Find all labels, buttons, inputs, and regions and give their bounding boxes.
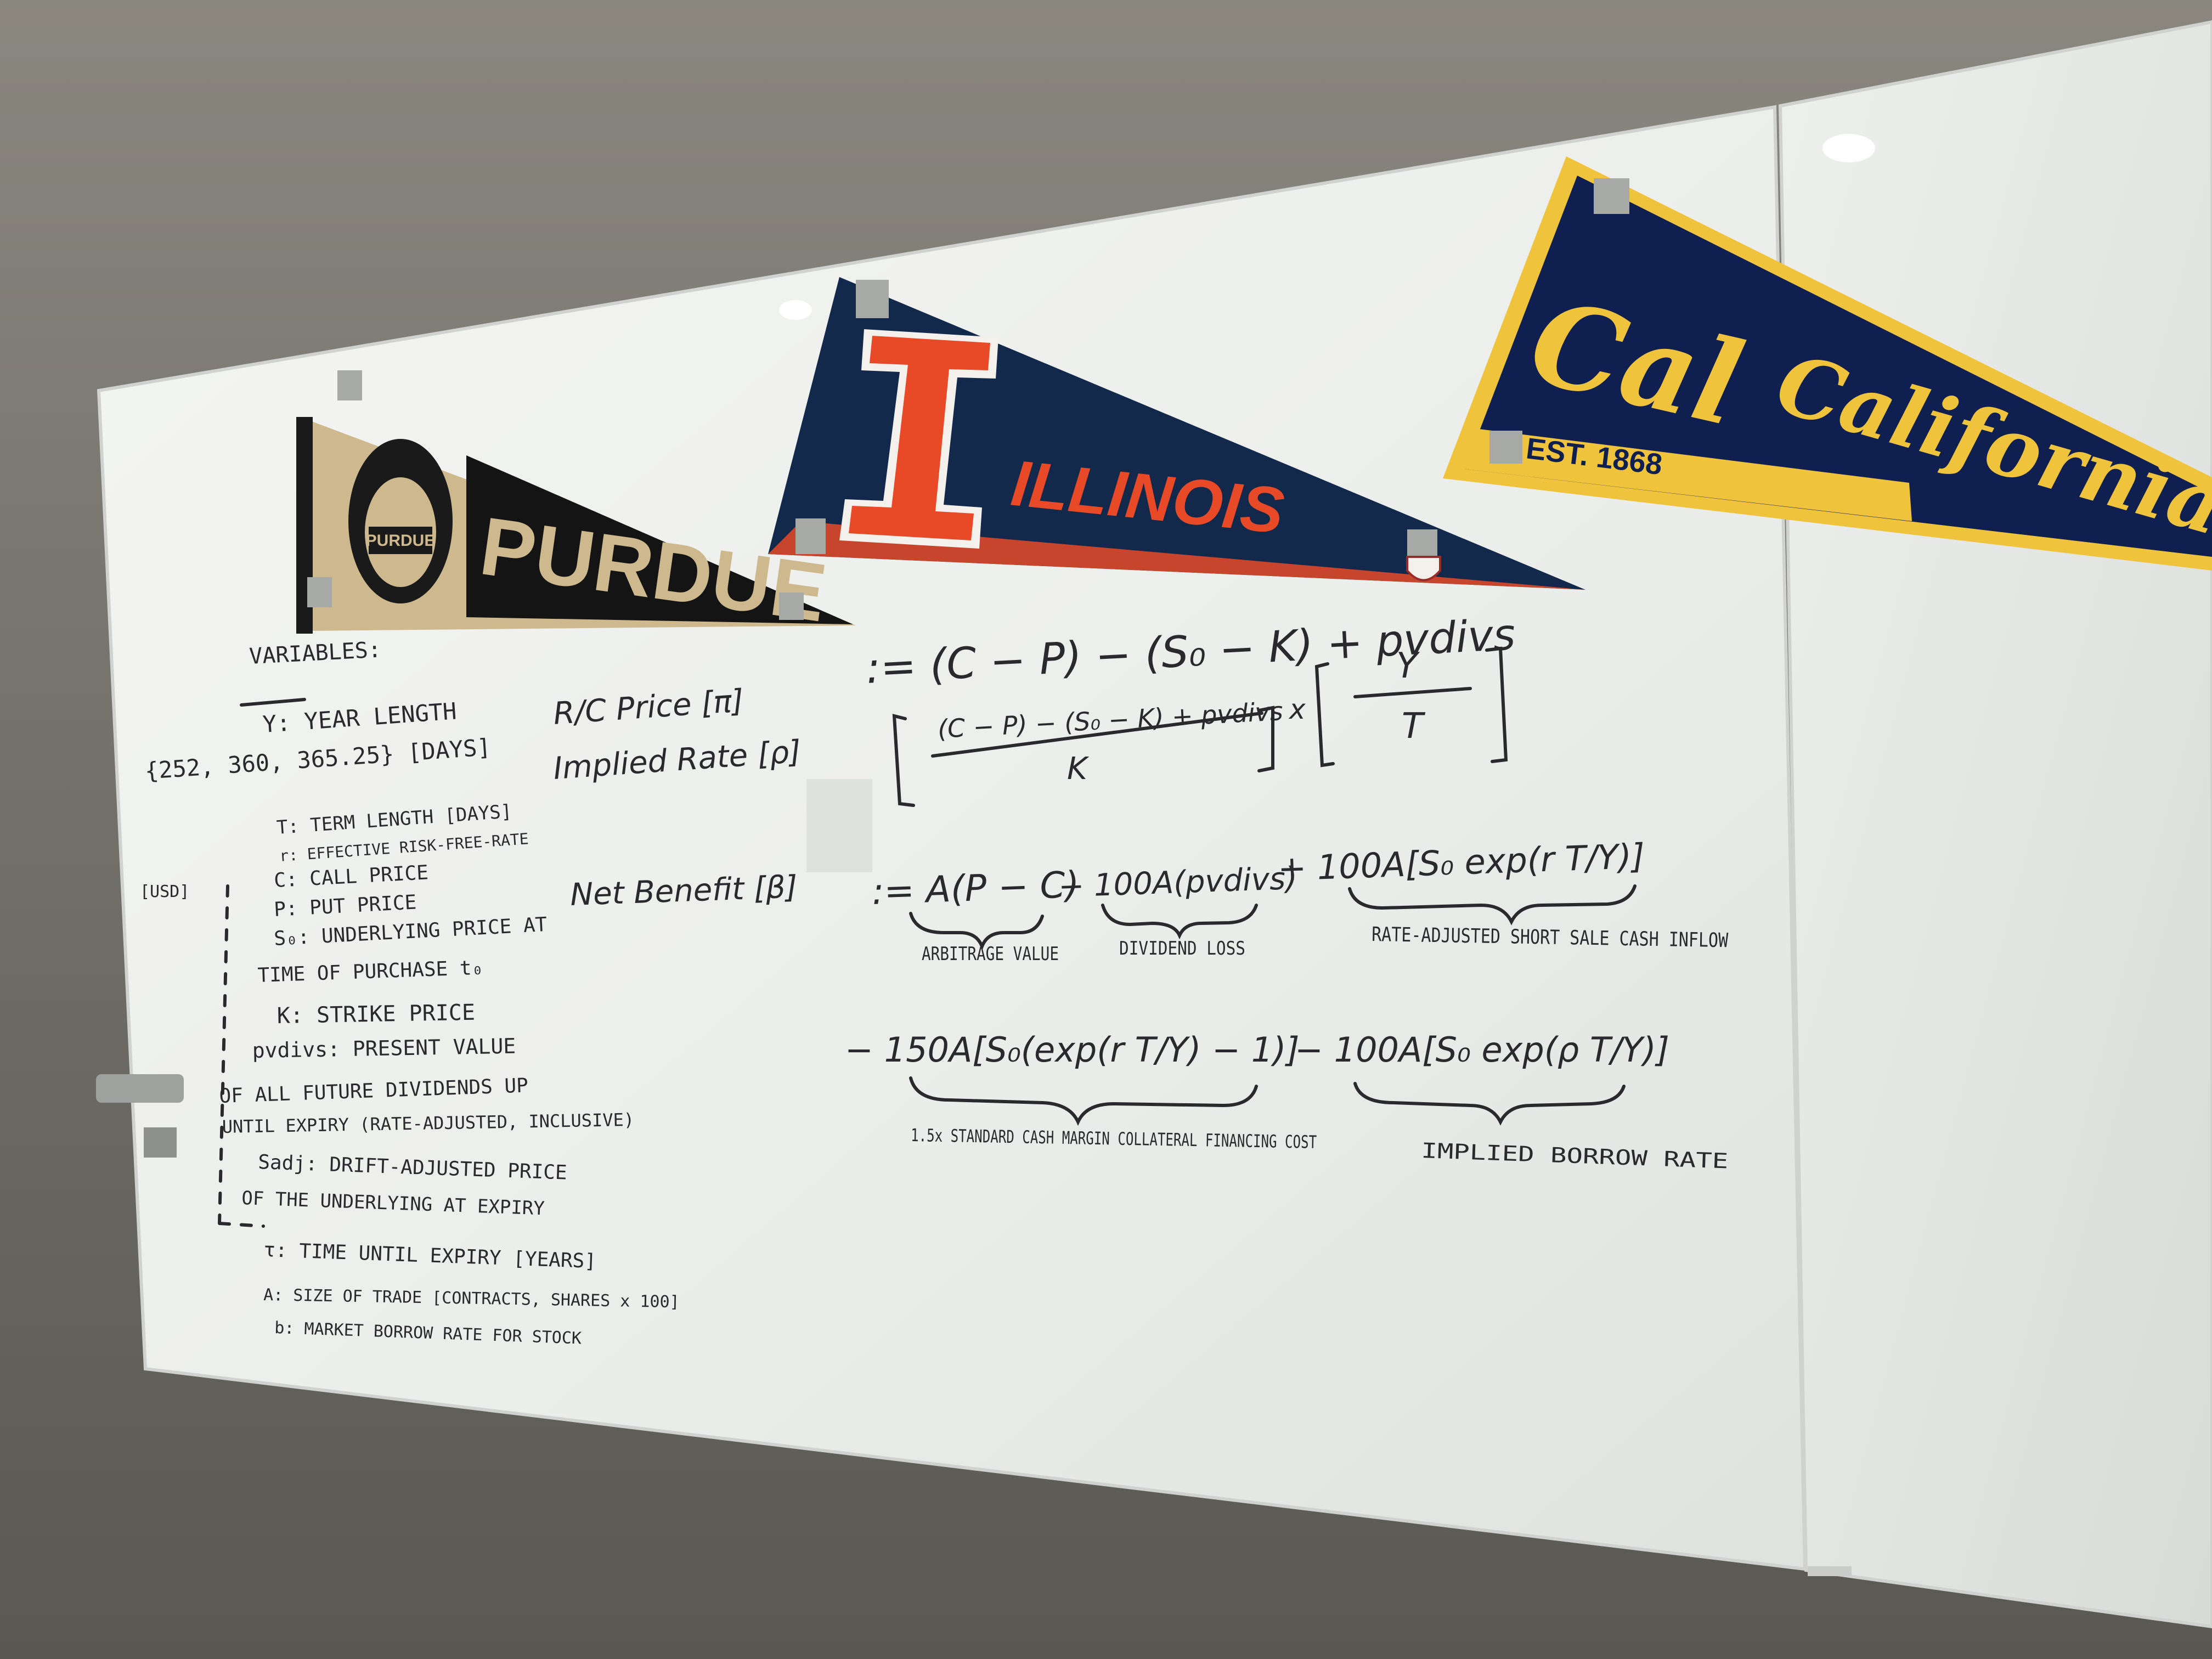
brace-short-sale [1348,884,1637,926]
eraser-magnet [96,1074,184,1103]
benefit-label: Net Benefit [β] [569,870,798,913]
illinois-pennant: ILLINOIS [768,277,1585,590]
brace-label-arbitrage: ARBITRAGE VALUE [922,943,1059,965]
usd-tag: [USD] [140,882,189,901]
window-reflection [806,779,872,872]
marker-clip [144,1127,177,1158]
times-sign: x [1288,693,1306,725]
rate-frac-den: T [1402,706,1426,747]
brace-margin [909,1076,1258,1126]
whiteboard-right [1778,20,2212,1629]
brace-borrow [1353,1082,1626,1126]
california-pennant: Cal California EST. 1868 [1443,156,2212,571]
brace-dividend [1101,904,1258,940]
purdue-badge-text: PURDUE [366,532,436,550]
rate-frac-num: Y [1396,646,1420,686]
var-line-10: pvdivs: PRESENT VALUE [252,1034,516,1063]
board-tray [1808,1566,1852,1576]
var-line-9: K: STRIKE PRICE [276,1000,475,1029]
light-reflection [779,300,812,320]
brace-arbitrage [909,912,1044,951]
benefit-term1: := A(P − C) [871,864,1080,913]
purdue-train-logo: PURDUE [348,439,453,603]
flag-shield-icon [1406,556,1441,582]
benefit-term5: − 100A[S₀ exp(ρ T/Y)] [1295,1030,1669,1070]
benefit-term4: − 150A[S₀(exp(r T/Y) − 1)] [845,1030,1300,1070]
illinois-block-i-logo [839,329,998,549]
rate-denominator: K [1067,751,1090,787]
benefit-term2: − 100A(pvdivs) [1058,861,1298,905]
brace-label-dividend: DIVIDEND LOSS [1119,938,1245,960]
